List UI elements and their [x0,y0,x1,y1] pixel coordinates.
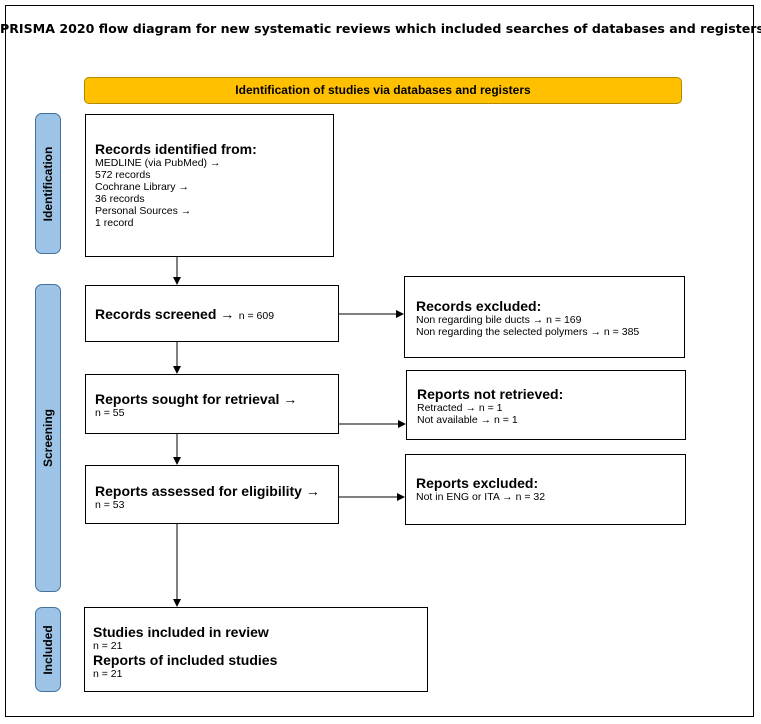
diagram-frame [5,5,754,717]
reports-included-heading: Reports of included studies [93,652,278,668]
reports-not-retrieved-box: Reports not retrieved: Retracted → n = 1… [406,370,686,440]
identified-line: Cochrane Library → [95,181,189,193]
studies-included-heading: Studies included in review [93,624,269,640]
studies-included-count: n = 21 [93,640,123,652]
diagram-title: PRISMA 2020 flow diagram for new systema… [0,21,761,36]
records-screened-box: Records screened → n = 609 [85,285,339,342]
identified-line: 1 record [95,217,134,229]
identified-line: 36 records [95,193,145,205]
records-screened-count: n = 609 [238,310,275,322]
reports-excluded-heading: Reports excluded: [416,475,539,491]
identification-banner: Identification of studies via databases … [84,77,682,104]
identified-line: 572 records [95,169,151,181]
reports-excluded-line: Not in ENG or ITA → n = 32 [416,491,546,503]
reports-not-retrieved-heading: Reports not retrieved: [417,386,564,402]
identified-line: Personal Sources → [95,205,192,217]
records-identified-heading: Records identified from: [95,141,257,157]
included-box: Studies included in review n = 21 Report… [84,607,428,692]
reports-included-count: n = 21 [93,668,123,680]
records-excluded-box: Records excluded: Non regarding bile duc… [404,276,685,358]
records-excluded-heading: Records excluded: [416,298,542,314]
phase-screening: Screening [35,284,61,592]
excluded-line: Non regarding the selected polymers → n … [416,326,640,338]
records-identified-box: Records identified from: MEDLINE (via Pu… [85,114,334,257]
identified-line: MEDLINE (via PubMed) → [95,157,221,169]
reports-sought-box: Reports sought for retrieval → n = 55 [85,374,339,434]
reports-assessed-count: n = 53 [95,499,125,511]
phase-included: Included [35,607,61,692]
phase-identification: Identification [35,113,61,254]
reports-sought-count: n = 55 [95,407,125,419]
reports-assessed-heading: Reports assessed for eligibility → [95,483,320,499]
not-retrieved-line: Not available → n = 1 [417,414,518,426]
not-retrieved-line: Retracted → n = 1 [417,402,503,414]
reports-assessed-box: Reports assessed for eligibility → n = 5… [85,465,339,524]
reports-sought-heading: Reports sought for retrieval → [95,391,298,407]
reports-excluded-box: Reports excluded: Not in ENG or ITA → n … [405,454,686,525]
records-screened-heading: Records screened → [95,306,235,322]
excluded-line: Non regarding bile ducts → n = 169 [416,314,582,326]
